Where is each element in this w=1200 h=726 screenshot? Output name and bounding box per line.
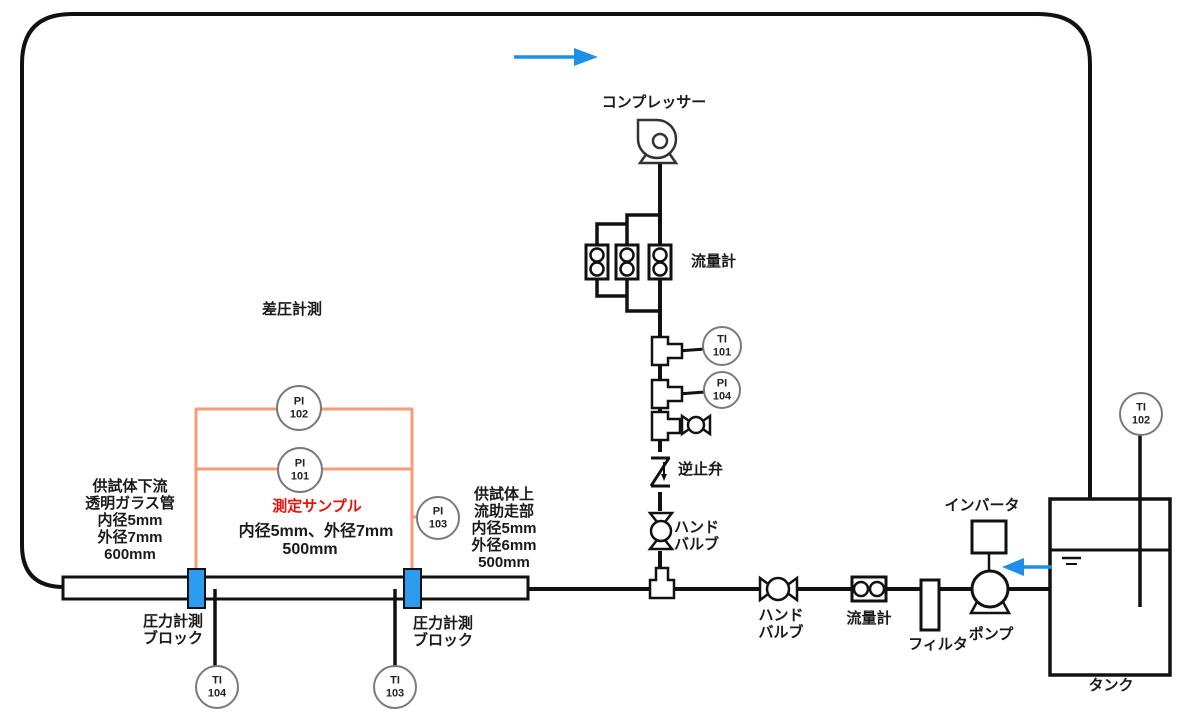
pi103-label: PI 103 xyxy=(428,505,448,531)
hand-valve-icon-horizontal xyxy=(758,575,799,603)
pi104-label: PI 104 xyxy=(712,377,732,403)
check-valve-label: 逆止弁 xyxy=(678,461,724,478)
flow-meter-icon-return xyxy=(850,575,888,603)
ti104-label: TI 104 xyxy=(207,674,227,700)
vent-valve-icon xyxy=(680,413,712,437)
upstream-spec-label: 供試体上 流助走部 内径5mm 外径6mm 500mm xyxy=(471,486,537,571)
hand-valve-label-return: ハンド バルブ xyxy=(758,607,804,641)
flowmeter-return-label: 流量計 xyxy=(846,610,892,627)
instrument-bubbles xyxy=(195,326,1163,709)
tee-fittings xyxy=(650,335,684,442)
pressure-block-right-label: 圧力計測 ブロック xyxy=(412,615,474,649)
pi102-label: PI 102 xyxy=(289,395,309,421)
flow-arrow-tank-icon xyxy=(1002,558,1052,576)
pi102-bubble xyxy=(276,385,322,431)
compressor-label: コンプレッサー xyxy=(601,94,707,111)
ti103-bubble xyxy=(373,665,417,709)
compressor-icon xyxy=(636,118,679,165)
tank xyxy=(1048,434,1172,677)
flow-meter-icons-top xyxy=(584,243,673,281)
flowmeter-bank-wires xyxy=(595,213,660,313)
flow-arrow-top-icon xyxy=(514,48,598,66)
pi101-label: PI 101 xyxy=(290,457,310,483)
flowmeter-top-label: 流量計 xyxy=(691,253,737,270)
ti101-label: TI 101 xyxy=(712,333,732,359)
inverter-label: インバータ xyxy=(944,497,1020,514)
hand-valve-icon-vertical xyxy=(647,511,675,551)
test-pipe xyxy=(61,575,530,601)
pi103-bubble xyxy=(416,496,460,540)
ti102-bubble xyxy=(1119,392,1163,436)
check-valve-icon xyxy=(649,456,671,488)
downstream-spec-label: 供試体下流 透明ガラス管 内径5mm 外径7mm 600mm xyxy=(85,478,175,563)
pi104-bubble xyxy=(703,371,741,409)
inverter-icon xyxy=(970,519,1008,555)
sample-length-label: 500mm xyxy=(282,541,338,558)
pump-label: ポンプ xyxy=(968,626,1014,643)
ti104-bubble xyxy=(195,665,239,709)
filter-label: フィルタ xyxy=(908,636,968,653)
ti103-label: TI 103 xyxy=(385,674,405,700)
pressure-block-left-label: 圧力計測 ブロック xyxy=(142,613,204,647)
pressure-block-left xyxy=(187,568,206,609)
tank-label: タンク xyxy=(1088,677,1134,694)
pi101-bubble xyxy=(277,447,323,493)
sample-label: 測定サンプル xyxy=(272,498,362,515)
tee-fitting-bottom xyxy=(648,566,676,600)
sample-spec-label: 内径5mm、外径7mm xyxy=(238,523,394,540)
hand-valve-label-vertical: ハンド バルブ xyxy=(674,519,720,553)
pressure-block-right xyxy=(403,568,422,609)
ti101-bubble xyxy=(702,326,742,366)
filter-icon xyxy=(919,578,941,632)
pump-icon xyxy=(968,569,1012,615)
pipe-loop xyxy=(20,12,1092,589)
ti102-label: TI 102 xyxy=(1131,401,1151,427)
dp-measure-label: 差圧計測 xyxy=(262,301,323,318)
